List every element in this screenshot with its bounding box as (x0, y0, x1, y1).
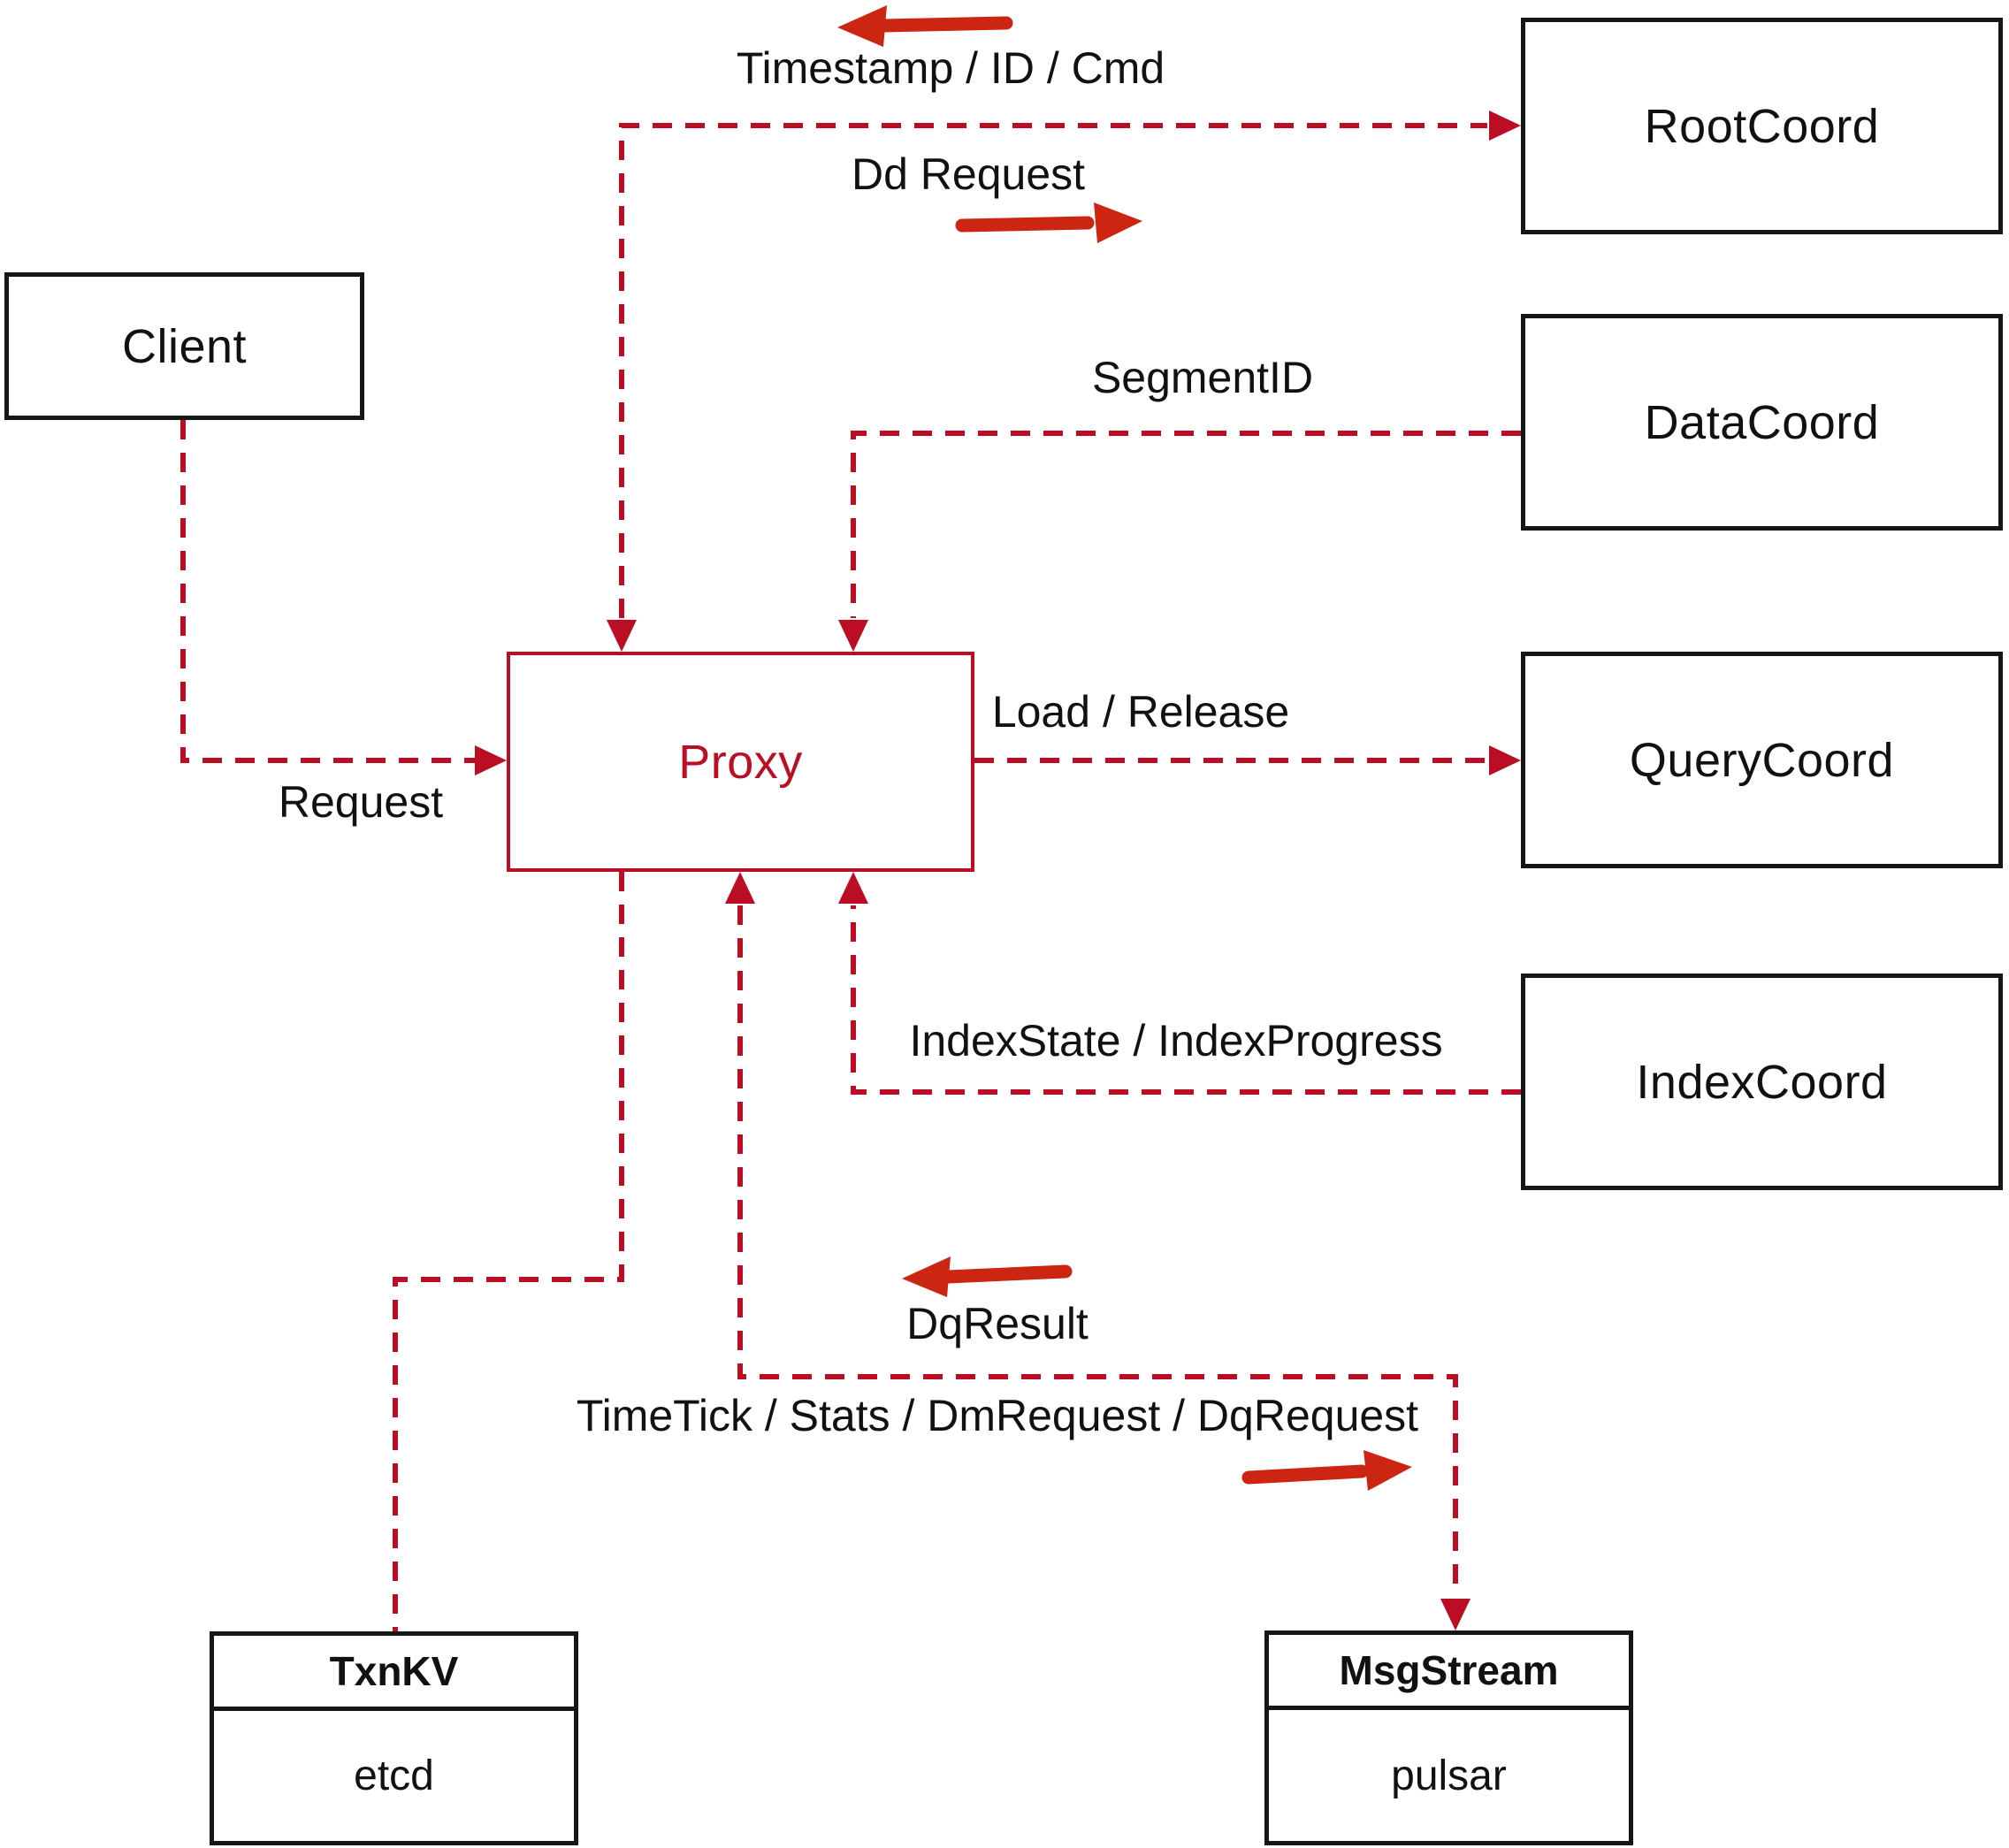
edge-proxy-msgstream (737, 905, 1458, 1597)
edge-label-dd-request: Dd Request (851, 149, 1086, 199)
datacoord-node-label: DataCoord (1644, 395, 1880, 449)
edge-label-timetick: TimeTick / Stats / DmRequest / DqRequest (576, 1391, 1419, 1440)
arrowhead-into-msgstream-icon (1440, 1599, 1470, 1630)
rootcoord-node-label: RootCoord (1644, 99, 1880, 153)
edge-label-index-state: IndexState / IndexProgress (909, 1016, 1443, 1065)
arrowhead-into-rootcoord-icon (1489, 111, 1521, 141)
client-node-label: Client (121, 319, 248, 373)
edge-label-request: Request (278, 777, 444, 827)
edge-label-timestamp: Timestamp / ID / Cmd (736, 43, 1165, 93)
arrow-right-timetick-icon (1241, 1450, 1412, 1491)
rootcoord-node: RootCoord (1521, 18, 2003, 234)
proxy-node: Proxy (507, 652, 974, 872)
edge-indexcoord-proxy (851, 905, 1521, 1095)
client-node: Client (4, 272, 364, 420)
proxy-node-label: Proxy (678, 735, 803, 789)
edge-proxy-txnkv (393, 872, 624, 1631)
msgstream-node-title: MsgStream (1269, 1635, 1629, 1710)
arrow-right-dd-request-icon (955, 202, 1142, 243)
txnkv-node: TxnKV etcd (210, 1631, 578, 1845)
edge-label-dq-result: DqResult (906, 1299, 1089, 1348)
querycoord-node: QueryCoord (1521, 652, 2003, 868)
msgstream-node: MsgStream pulsar (1264, 1630, 1633, 1845)
edge-datacoord-proxy (851, 431, 1521, 618)
arrow-left-timestamp-icon (837, 5, 1013, 47)
edge-label-segment-id: SegmentID (1091, 353, 1314, 402)
arrowhead-into-proxy-left-icon (475, 745, 507, 775)
datacoord-node: DataCoord (1521, 314, 2003, 531)
msgstream-node-subtitle: pulsar (1391, 1752, 1507, 1799)
arrowhead-into-proxy-top2-icon (838, 620, 868, 652)
txnkv-node-title: TxnKV (214, 1636, 574, 1711)
arrowhead-into-proxy-bottom2-icon (725, 872, 755, 904)
txnkv-node-subtitle: etcd (354, 1753, 434, 1799)
indexcoord-node: IndexCoord (1521, 974, 2003, 1190)
arrowhead-into-proxy-top1-icon (607, 620, 637, 652)
edge-proxy-rootcoord (619, 123, 1487, 618)
querycoord-node-label: QueryCoord (1629, 733, 1895, 787)
edge-client-proxy (180, 420, 487, 763)
arrow-left-dqresult-icon (902, 1256, 1073, 1297)
indexcoord-node-label: IndexCoord (1636, 1055, 1888, 1109)
edge-label-load-release: Load / Release (991, 687, 1290, 737)
arrowhead-into-proxy-bottom1-icon (838, 872, 868, 904)
arrowhead-into-querycoord-icon (1489, 745, 1521, 775)
